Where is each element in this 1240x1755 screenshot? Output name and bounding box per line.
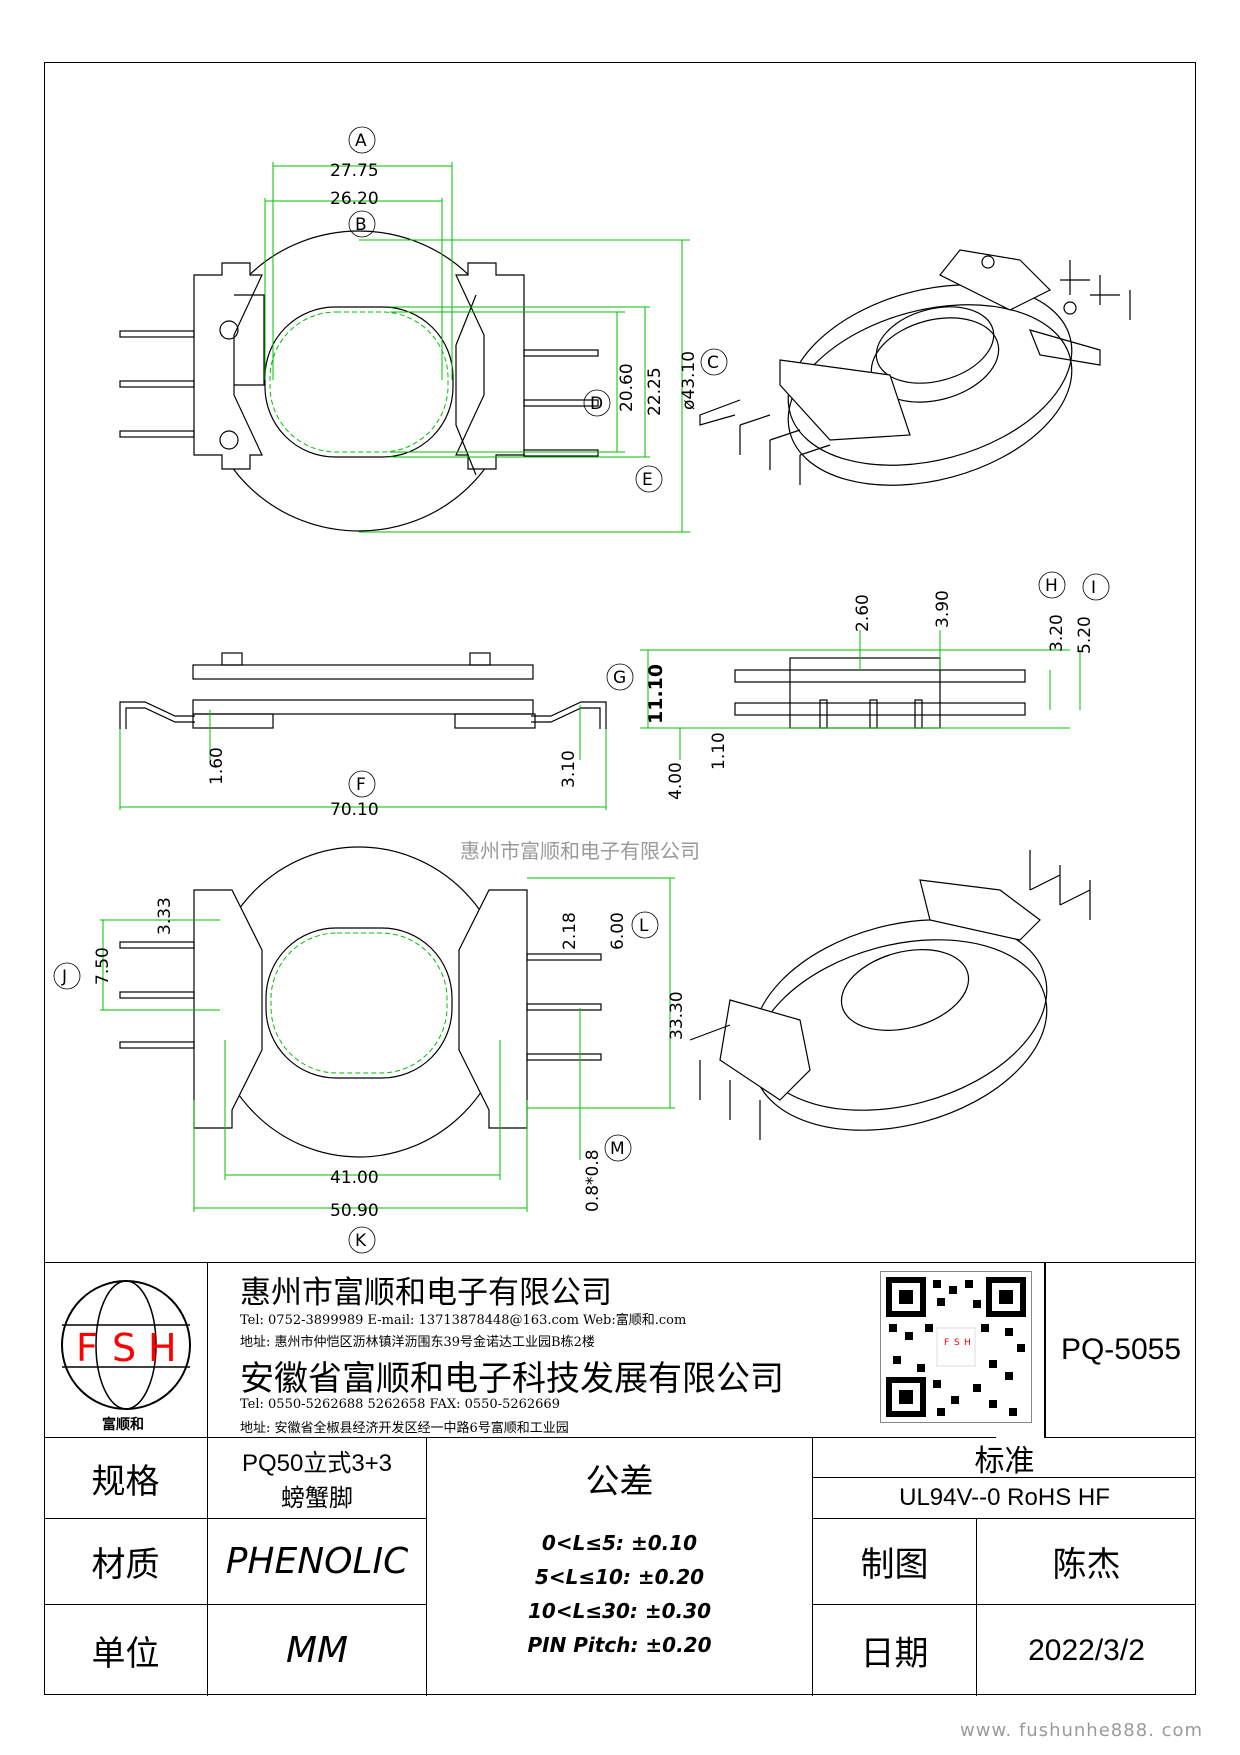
dim-g-low1: 4.00 xyxy=(666,762,686,800)
drawn-value: 陈杰 xyxy=(1052,1545,1121,1585)
date-label: 日期 xyxy=(860,1634,929,1674)
qr-code-icon: F S H xyxy=(886,1277,1026,1417)
dim-j2: 7.50 xyxy=(93,947,113,985)
balloon-c: C xyxy=(707,353,719,373)
company-address-1: 地址: 惠州市仲恺区沥林镇洋沥围东39号金诺达工业园B栋2楼 xyxy=(240,1335,595,1350)
dim-d: 20.60 xyxy=(617,363,637,412)
tolerance-4: PIN Pitch: ±0.20 xyxy=(527,1633,712,1657)
unit-value-cell: MM xyxy=(208,1605,427,1696)
company-contact-2: Tel: 0550-5262688 5262658 FAX: 0550-5262… xyxy=(240,1397,560,1412)
tolerance-3: 10<L≤30: ±0.30 xyxy=(528,1599,711,1623)
unit-label: 单位 xyxy=(91,1634,160,1674)
dim-a: 27.75 xyxy=(330,161,379,181)
drawing-sheet xyxy=(44,62,1196,1695)
part-number: PQ-5055 xyxy=(1046,1263,1196,1438)
company-contact-1: Tel: 0752-3899989 E-mail: 13713878448@16… xyxy=(240,1313,687,1328)
logo-caption: 富顺和 xyxy=(102,1416,144,1433)
dim-j1: 3.33 xyxy=(155,897,175,935)
part-number-text: PQ-5055 xyxy=(1060,1333,1182,1366)
title-block: F S H 富顺和 惠州市富顺和电子有限公司 Tel: 0752-3899989… xyxy=(44,1262,1196,1696)
tolerance-label-cell: 公差 xyxy=(427,1438,813,1519)
side-view-left: 70.10 1.60 3.10 F xyxy=(119,652,607,820)
dim-h3: 3.20 xyxy=(1047,614,1067,652)
watermark-center: 惠州市富顺和电子有限公司 xyxy=(460,839,700,863)
spec-value-1: PQ50立式3+3 xyxy=(241,1450,393,1477)
spec-label-cell: 规格 xyxy=(44,1438,208,1519)
material-value-cell: PHENOLIC xyxy=(208,1519,427,1605)
date-value: 2022/3/2 xyxy=(1028,1633,1145,1667)
svg-text:S: S xyxy=(954,1338,960,1348)
dim-h1: 2.60 xyxy=(853,594,873,632)
standard-value: UL94V--0 RoHS HF xyxy=(899,1484,1110,1511)
dim-b: 26.20 xyxy=(330,189,379,209)
balloon-i: I xyxy=(1091,578,1096,598)
balloon-l: L xyxy=(639,916,649,936)
drawn-label-cell: 制图 xyxy=(813,1519,977,1605)
balloon-h: H xyxy=(1045,576,1058,596)
standard-label: 标准 xyxy=(974,1443,1035,1479)
iso-view-top xyxy=(699,249,1131,486)
logo-letter-f: F xyxy=(76,1326,98,1370)
dim-l3: 33.30 xyxy=(667,991,687,1040)
spec-value-2: 螃蟹脚 xyxy=(281,1484,353,1512)
side-view-right: 11.10 4.00 1.10 2.60 3.90 3.20 5.20 G H … xyxy=(606,571,1110,800)
dim-m: 0.8*0.8 xyxy=(583,1149,603,1212)
dim-l2: 6.00 xyxy=(608,912,628,950)
dim-l1: 2.18 xyxy=(560,912,580,950)
standard-label-cell: 标准 xyxy=(813,1438,1196,1479)
dim-i: 5.20 xyxy=(1075,616,1095,654)
dim-c2: 22.25 xyxy=(645,367,665,416)
qr-code: F S H xyxy=(880,1271,1032,1423)
tolerance-2: 5<L≤10: ±0.20 xyxy=(534,1565,705,1589)
qr-logo-text: F xyxy=(944,1338,949,1348)
material-value: PHENOLIC xyxy=(225,1541,409,1582)
balloon-k: K xyxy=(355,1231,367,1251)
company-address-2: 地址: 安徽省全椒县经济开发区经一中路6号富顺和工业园 xyxy=(240,1421,569,1436)
dim-f-right: 3.10 xyxy=(559,750,579,788)
iso-view-bottom xyxy=(689,850,1091,1140)
spec-label: 规格 xyxy=(91,1461,160,1502)
spec-value-cell: PQ50立式3+3 螃蟹脚 xyxy=(208,1438,427,1519)
balloon-m: M xyxy=(610,1139,625,1159)
material-label-cell: 材质 xyxy=(44,1519,208,1605)
company-name-1: 惠州市富顺和电子有限公司 xyxy=(240,1275,612,1311)
balloon-b: B xyxy=(355,215,367,235)
balloon-f: F xyxy=(356,775,366,795)
balloon-a: A xyxy=(355,131,367,151)
unit-label-cell: 单位 xyxy=(44,1605,208,1696)
svg-text:H: H xyxy=(964,1338,971,1348)
dim-k2: 50.90 xyxy=(330,1201,379,1221)
drawn-label: 制图 xyxy=(860,1545,929,1585)
dim-k1: 41.00 xyxy=(330,1168,379,1188)
logo-letter-s: S xyxy=(112,1326,136,1370)
bottom-view: 41.00 50.90 3.33 7.50 2.18 6.00 33.30 0.… xyxy=(53,846,687,1254)
company-info: 惠州市富顺和电子有限公司 Tel: 0752-3899989 E-mail: 1… xyxy=(208,1263,1046,1438)
balloon-g: G xyxy=(613,668,626,688)
drawn-value-cell: 陈杰 xyxy=(977,1519,1196,1605)
balloon-j: J xyxy=(61,967,67,987)
tolerance-1: 0<L≤5: ±0.10 xyxy=(541,1531,698,1555)
balloon-e: E xyxy=(642,470,653,490)
dim-g: 11.10 xyxy=(645,664,667,724)
top-view: 27.75 26.20 ø43.10 22.25 20.60 A B C D E xyxy=(119,126,728,533)
dim-h2: 3.90 xyxy=(933,590,953,628)
tolerance-label: 公差 xyxy=(585,1462,654,1502)
date-value-cell: 2022/3/2 xyxy=(977,1605,1196,1696)
standard-value-cell: UL94V--0 RoHS HF xyxy=(813,1478,1196,1519)
company-logo: F S H 富顺和 xyxy=(61,1280,191,1433)
dim-c: ø43.10 xyxy=(679,351,699,410)
logo-letter-h: H xyxy=(148,1326,177,1370)
company-name-2: 安徽省富顺和电子科技发展有限公司 xyxy=(240,1359,784,1399)
logo-cell: F S H 富顺和 xyxy=(44,1263,208,1438)
dim-f-left: 1.60 xyxy=(207,747,227,785)
date-label-cell: 日期 xyxy=(813,1605,977,1696)
tolerance-list: 0<L≤5: ±0.10 5<L≤10: ±0.20 10<L≤30: ±0.3… xyxy=(427,1519,813,1696)
material-label: 材质 xyxy=(91,1545,160,1585)
watermark-url: www. fushunhe888. com xyxy=(960,1720,1203,1741)
balloon-d: D xyxy=(590,394,603,414)
dim-g-low2: 1.10 xyxy=(709,732,729,770)
dim-f: 70.10 xyxy=(330,800,379,820)
unit-value: MM xyxy=(285,1630,349,1671)
